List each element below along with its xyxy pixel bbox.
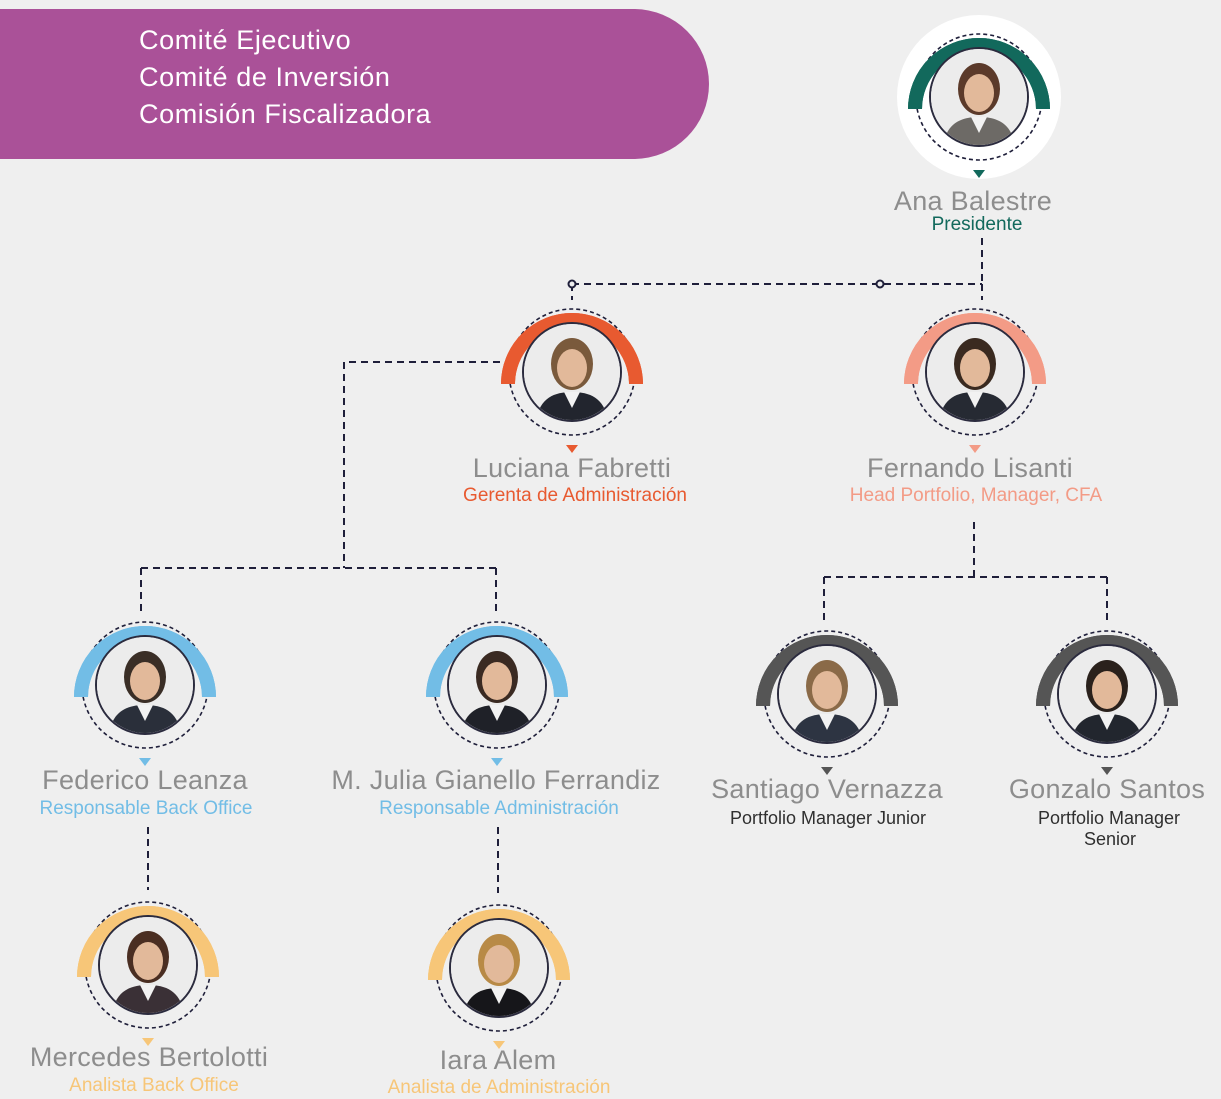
pointer-triangle — [139, 758, 151, 766]
avatar-ring — [756, 630, 898, 775]
ring-arc — [756, 635, 898, 707]
ring-arc — [426, 626, 568, 698]
pointer-triangle — [821, 767, 833, 775]
role-fernando-lisanti: Head Portfolio, Manager, CFA — [849, 485, 1103, 506]
name-fernando-lisanti: Fernando Lisanti — [867, 453, 1073, 483]
avatar — [98, 915, 198, 1015]
connector-dot-left — [567, 279, 577, 289]
name-ana-balestre: Ana Balestre — [893, 186, 1053, 216]
name-julia-gianello: M. Julia Gianello Ferrandiz — [331, 765, 661, 795]
avatar — [777, 644, 877, 744]
avatar-ring — [426, 621, 568, 766]
name-luciana-fabretti: Luciana Fabretti — [472, 453, 672, 483]
avatar — [449, 918, 549, 1018]
role-gonzalo-santos-line2: Senior — [1083, 829, 1137, 849]
role-gonzalo-santos-line1: Portfolio Manager — [1037, 808, 1181, 828]
ring-arc — [908, 38, 1050, 110]
role-mercedes-bertolotti: Analista Back Office — [69, 1075, 239, 1096]
portrait-placeholder — [451, 920, 547, 1016]
portrait-placeholder — [931, 49, 1027, 145]
pointer-triangle — [969, 445, 981, 453]
name-gonzalo-santos: Gonzalo Santos — [1008, 774, 1206, 804]
avatar-ring — [77, 901, 219, 1046]
name-iara-alem: Iara Alem — [439, 1045, 557, 1075]
ring-arc — [1036, 635, 1178, 707]
name-santiago-vernazza: Santiago Vernazza — [711, 774, 943, 804]
ring-arc — [74, 626, 216, 698]
portrait-placeholder — [927, 324, 1023, 420]
avatar-ring — [501, 308, 643, 453]
pointer-triangle — [491, 758, 503, 766]
avatar — [929, 47, 1029, 147]
portrait-placeholder — [779, 646, 875, 742]
pointer-triangle — [973, 170, 985, 178]
ring-arc — [904, 313, 1046, 385]
role-ana-balestre: Presidente — [931, 214, 1023, 235]
portrait-placeholder — [97, 637, 193, 733]
avatar-ring — [908, 33, 1050, 178]
pointer-triangle — [566, 445, 578, 453]
avatar — [1057, 644, 1157, 744]
committees-banner: Comité Ejecutivo Comité de Inversión Com… — [0, 9, 709, 159]
banner-line-comite-inversion: Comité de Inversión — [139, 62, 391, 92]
role-julia-gianello: Responsable Administración — [379, 798, 619, 819]
avatar — [447, 635, 547, 735]
banner-line-comision-fiscalizadora: Comisión Fiscalizadora — [139, 99, 432, 129]
role-iara-alem: Analista de Administración — [387, 1077, 611, 1098]
role-luciana-fabretti: Gerenta de Administración — [463, 485, 687, 506]
role-santiago-vernazza: Portfolio Manager Junior — [729, 808, 927, 828]
ring-arc — [77, 906, 219, 978]
avatar-ring — [1036, 630, 1178, 775]
avatar-ring — [74, 621, 216, 766]
avatar — [95, 635, 195, 735]
name-federico-leanza: Federico Leanza — [42, 765, 248, 795]
portrait-placeholder — [100, 917, 196, 1013]
portrait-placeholder — [524, 324, 620, 420]
ring-arc — [428, 909, 570, 981]
pointer-triangle — [493, 1041, 505, 1049]
role-federico-leanza: Responsable Back Office — [39, 798, 253, 819]
banner-line-comite-ejecutivo: Comité Ejecutivo — [139, 25, 352, 55]
connector-dot-right — [875, 279, 885, 289]
avatar-ring — [904, 308, 1046, 453]
avatar-ring — [428, 904, 570, 1049]
ring-arc — [501, 313, 643, 385]
pointer-triangle — [1101, 767, 1113, 775]
portrait-placeholder — [449, 637, 545, 733]
portrait-placeholder — [1059, 646, 1155, 742]
name-mercedes-bertolotti: Mercedes Bertolotti — [29, 1042, 269, 1072]
pointer-triangle — [142, 1038, 154, 1046]
connector-luciana-left — [343, 361, 500, 568]
avatar — [522, 322, 622, 422]
avatar — [925, 322, 1025, 422]
